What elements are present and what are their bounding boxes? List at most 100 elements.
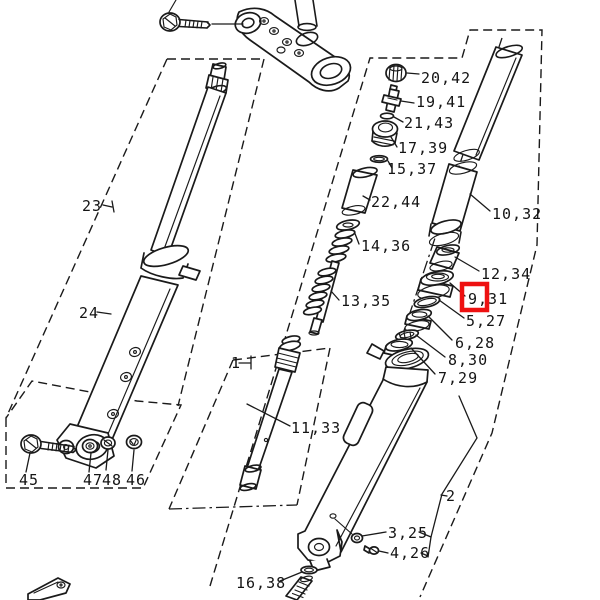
bolt-hex xyxy=(162,13,178,31)
nut-3-25 xyxy=(350,532,364,544)
part-8-30-clip xyxy=(394,329,420,341)
part-label-13-35[interactable]: 13,35 xyxy=(341,292,391,310)
side-clamp-patch xyxy=(342,401,374,447)
part-label-23[interactable]: 23 xyxy=(82,197,102,215)
leader-45 xyxy=(25,452,31,473)
stem-base xyxy=(297,22,317,32)
leader-11-33 xyxy=(246,403,291,427)
part-label-3-25[interactable]: 3,25 xyxy=(388,524,428,542)
left-fork-leg xyxy=(56,62,229,469)
part-label-7-29[interactable]: 7,29 xyxy=(438,369,478,387)
part-20-42-cap-nut xyxy=(385,63,407,83)
part-label-12-34[interactable]: 12,34 xyxy=(481,265,531,283)
fork-body-hl xyxy=(335,387,421,547)
leader-20-42 xyxy=(406,72,420,75)
stem-boss xyxy=(295,31,319,47)
screw-4-26 xyxy=(363,545,380,555)
leader-7-29 xyxy=(410,347,436,375)
inner-tube-23 xyxy=(150,86,227,257)
part-19-41-valve xyxy=(381,84,402,113)
part-14-36-seat-spring xyxy=(325,219,361,263)
leader-14-36 xyxy=(353,230,360,245)
left-assembly-box xyxy=(5,58,265,419)
rod-shaft xyxy=(246,368,293,472)
part-21-43-oring xyxy=(379,112,395,120)
part-label-21-43[interactable]: 21,43 xyxy=(404,114,454,132)
right-fork-boss-hole xyxy=(319,62,343,80)
part-labels: 20,42 19,41 21,43 17,39 15,37 22,44 14,3… xyxy=(19,69,542,592)
outer-tube-24 xyxy=(71,275,179,450)
part-label-19-41[interactable]: 19,41 xyxy=(416,93,466,111)
lower-hardware-box xyxy=(5,380,183,489)
offscreen-leader xyxy=(168,0,177,13)
oil-seal-9-31 xyxy=(417,269,455,300)
washer-48 xyxy=(100,436,116,450)
part-15-37-oring xyxy=(369,154,389,164)
damper-rod-11-33 xyxy=(239,335,302,492)
part-label-6-28[interactable]: 6,28 xyxy=(455,334,495,352)
outer-lug xyxy=(178,265,201,281)
part-label-16-38[interactable]: 16,38 xyxy=(236,574,286,592)
corner-bracket-fragment xyxy=(27,577,71,600)
part-label-10-32[interactable]: 10,32 xyxy=(492,205,542,223)
part-label-22-44[interactable]: 22,44 xyxy=(371,193,421,211)
leader-1 xyxy=(238,355,252,370)
clamp-pinch-bolt xyxy=(159,12,244,32)
inner-tube-hl xyxy=(162,95,221,253)
part-label-24[interactable]: 24 xyxy=(79,304,99,322)
part-label-11-33[interactable]: 11,33 xyxy=(291,419,341,437)
part-label-17-39[interactable]: 17,39 xyxy=(398,139,448,157)
outer-top-rim xyxy=(142,244,190,268)
part-label-5-27[interactable]: 5,27 xyxy=(466,312,506,330)
leader-21-43 xyxy=(393,116,404,123)
part-label-46[interactable]: 46 xyxy=(126,471,146,489)
part-13-35-spring-rod xyxy=(302,260,340,336)
part-17-39-cap xyxy=(371,120,399,147)
part-12-34-bush xyxy=(429,244,461,272)
part-label-15-37[interactable]: 15,37 xyxy=(387,160,437,178)
leader-5-27 xyxy=(438,299,465,319)
right-assembly-box xyxy=(209,29,543,598)
part-22-44-spacer xyxy=(341,166,378,216)
bolt-threads xyxy=(184,19,203,29)
leader-12-34 xyxy=(454,256,480,272)
drain-hole-leader xyxy=(334,518,353,535)
nut-46 xyxy=(125,434,143,450)
part-label-48[interactable]: 48 xyxy=(102,471,122,489)
mouth-lug xyxy=(366,343,385,360)
leader-22-44 xyxy=(362,195,371,201)
steering-stem xyxy=(294,0,318,27)
axle-pinch-bolt-45 xyxy=(20,434,77,454)
leader-13-35 xyxy=(330,290,340,301)
leader-15-37 xyxy=(387,160,393,169)
part-label-2[interactable]: 2 xyxy=(446,487,456,505)
outer-tube-hl xyxy=(101,288,171,449)
left-fork-boss-hole xyxy=(241,17,255,29)
leader-lines xyxy=(25,72,491,582)
leader-3-25 xyxy=(361,531,432,538)
nut-47 xyxy=(81,438,99,454)
part-label-20-42[interactable]: 20,42 xyxy=(421,69,471,87)
leader-8-30 xyxy=(415,334,446,358)
caliper-bosses xyxy=(107,346,141,420)
part-label-4-26[interactable]: 4,26 xyxy=(390,544,430,562)
drain-bolt xyxy=(285,575,313,600)
leader-6-28 xyxy=(427,315,453,341)
leader-23 xyxy=(102,200,115,213)
leader-47 xyxy=(88,452,92,473)
part-label-14-36[interactable]: 14,36 xyxy=(361,237,411,255)
cap-knob-top xyxy=(212,62,227,70)
part-label-8-30[interactable]: 8,30 xyxy=(448,351,488,369)
part-label-47[interactable]: 47 xyxy=(83,471,103,489)
leader-48 xyxy=(105,449,109,471)
right-fork-boss xyxy=(310,55,352,87)
axle-boss xyxy=(307,537,331,557)
mouth-collar xyxy=(382,378,428,388)
bolt45-threads xyxy=(47,441,70,453)
rod-hole xyxy=(263,437,269,443)
part-label-45[interactable]: 45 xyxy=(19,471,39,489)
part-label-1[interactable]: 1 xyxy=(231,354,241,372)
axle-boss-hole xyxy=(313,542,325,552)
